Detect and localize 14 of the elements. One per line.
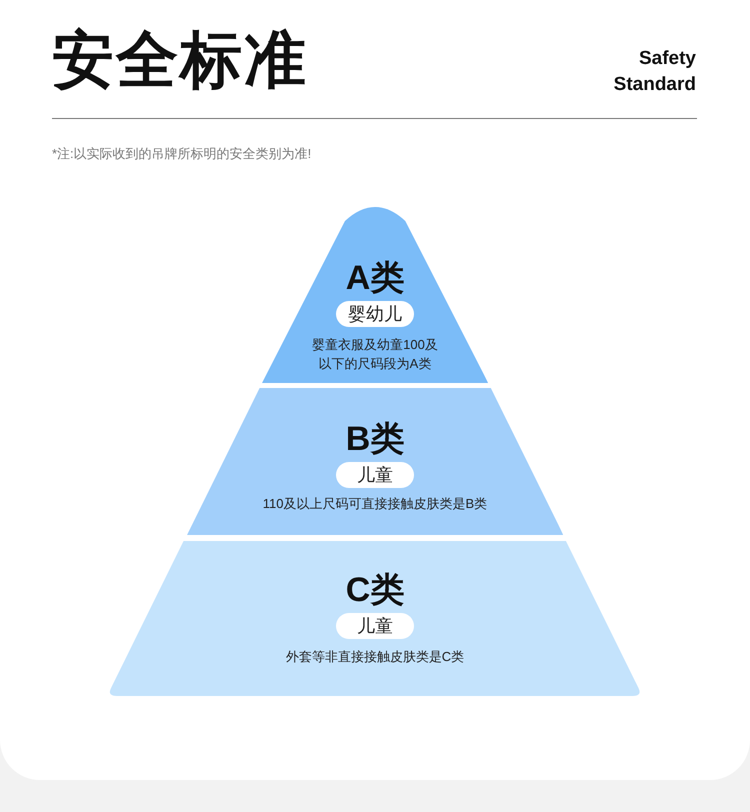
- pyramid-tier: [186, 388, 564, 535]
- tier-heading: C类: [344, 570, 406, 611]
- tier-heading: A类: [344, 258, 406, 299]
- subtitle: Safety Standard: [612, 47, 696, 97]
- tier-heading: B类: [344, 419, 406, 460]
- category-tag: 婴幼儿: [336, 301, 414, 327]
- page-title: 安全标准: [52, 25, 308, 97]
- category-tag: 儿童: [336, 462, 414, 488]
- note-text: *注:以实际收到的吊牌所标明的安全类别为准!: [52, 145, 312, 163]
- tier-description: 婴童衣服及幼童100及以下的尺码段为A类: [311, 336, 439, 373]
- category-tag: 儿童: [336, 613, 414, 639]
- tier-description: 外套等非直接接触皮肤类是C类: [284, 648, 466, 666]
- tier-description: 110及以上尺码可直接接触皮肤类是B类: [262, 495, 488, 513]
- pyramid-tier: [262, 207, 488, 383]
